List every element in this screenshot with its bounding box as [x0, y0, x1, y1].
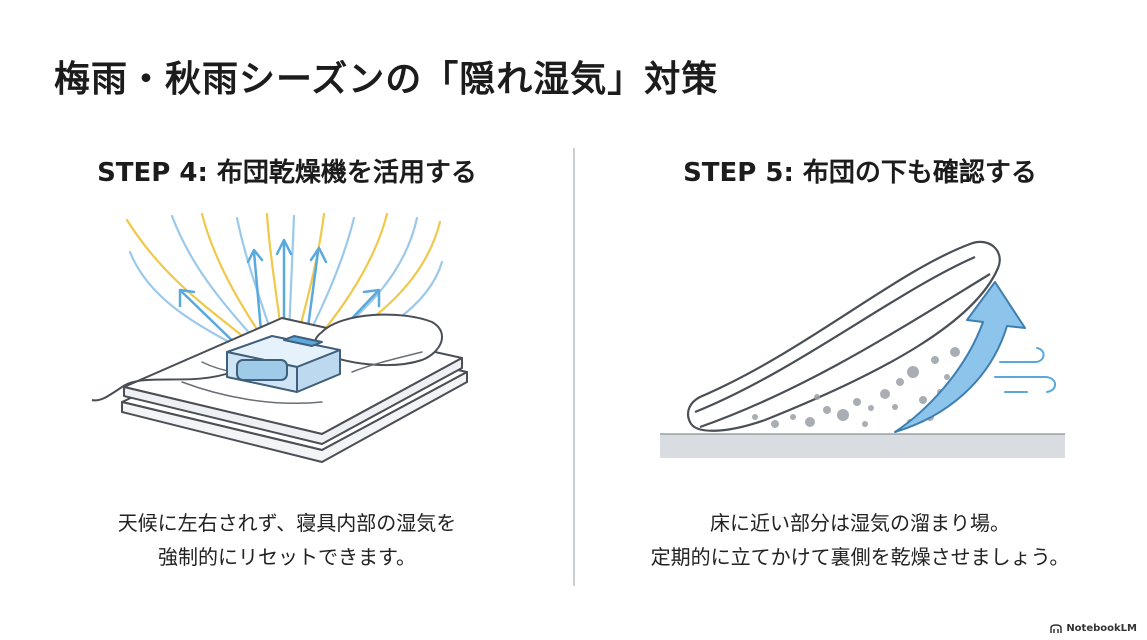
column-divider [573, 148, 575, 586]
step-5-line-1: 床に近い部分は湿気の溜まり場。 [710, 511, 1010, 535]
step-5-heading: STEP 5: 布団の下も確認する [683, 158, 1037, 188]
step-4-description: 天候に左右されず、寝具内部の湿気を 強制的にリセットできます。 [22, 506, 552, 574]
step-4-heading: STEP 4: 布団乾燥機を活用する [97, 158, 477, 188]
brand-label: NotebookLM [1066, 623, 1137, 634]
notebooklm-logo-icon [1050, 623, 1063, 633]
step-5-panel: STEP 5: 布団の下も確認する 床に近い部分は湿 [595, 150, 1125, 590]
step-5-line-2: 定期的に立てかけて裏側を乾燥させましょう。 [650, 545, 1070, 569]
step-4-line-1: 天候に左右されず、寝具内部の湿気を [117, 511, 457, 535]
step-5-description: 床に近い部分は湿気の溜まり場。 定期的に立てかけて裏側を乾燥させましょう。 [595, 506, 1125, 574]
futon-dryer-illustration [91, 212, 468, 463]
page-title: 梅雨・秋雨シーズンの「隠れ湿気」対策 [54, 59, 719, 100]
step-4-panel: STEP 4: 布団乾燥機を活用する [22, 150, 552, 590]
step-4-line-2: 強制的にリセットできます。 [158, 545, 416, 569]
raised-mattress-illustration [660, 240, 1065, 458]
notebooklm-brand: NotebookLM [1050, 623, 1137, 634]
